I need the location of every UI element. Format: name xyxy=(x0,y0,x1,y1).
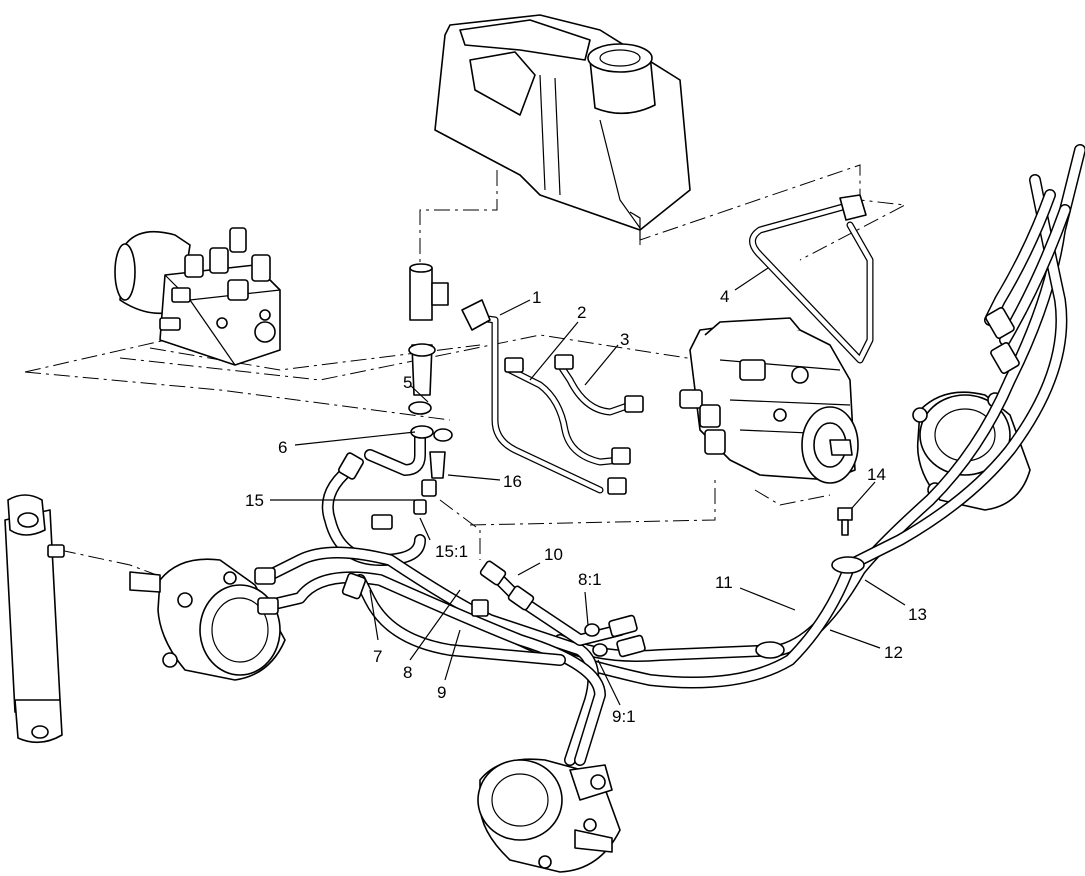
callout-2: 2 xyxy=(577,303,586,322)
callout-14: 14 xyxy=(867,465,886,484)
bolt-14 xyxy=(837,507,853,536)
hose-clamp xyxy=(408,401,432,415)
callout-9: 9 xyxy=(437,683,446,702)
callout-1: 1 xyxy=(532,288,541,307)
wheel-motor-rear xyxy=(477,758,621,873)
callout-7: 7 xyxy=(373,647,382,666)
callout-15-1: 15:1 xyxy=(435,542,468,561)
callout-16: 16 xyxy=(503,472,522,491)
leader-lines xyxy=(270,267,906,706)
callout-11: 11 xyxy=(715,573,733,592)
wheel-motor-left xyxy=(129,558,286,681)
control-valve-block xyxy=(114,227,281,366)
callout-10: 10 xyxy=(544,545,563,564)
lift-cylinder xyxy=(4,494,65,744)
tubes-1-2-3 xyxy=(461,299,644,495)
callout-4: 4 xyxy=(720,287,729,306)
callout-8-1: 8:1 xyxy=(578,570,602,589)
tee-fitting xyxy=(408,263,449,396)
callout-9-1: 9:1 xyxy=(612,707,636,726)
callout-labels: 1 2 3 4 5 6 7 8 8:1 9 9:1 10 11 12 13 14… xyxy=(245,287,927,726)
callout-12: 12 xyxy=(884,643,903,662)
callout-15: 15 xyxy=(245,491,264,510)
tube-4 xyxy=(749,194,874,364)
callout-5: 5 xyxy=(403,373,412,392)
callout-8: 8 xyxy=(403,663,412,682)
hydrostatic-pump xyxy=(679,317,859,484)
callout-6: 6 xyxy=(278,438,287,457)
callout-13: 13 xyxy=(908,605,927,624)
suction-hose xyxy=(364,425,453,476)
hydraulic-tank xyxy=(434,14,691,240)
hoses-right xyxy=(514,144,1085,689)
fitting-16 xyxy=(413,451,446,515)
callout-3: 3 xyxy=(620,330,629,349)
hoses-left-center xyxy=(264,452,646,766)
